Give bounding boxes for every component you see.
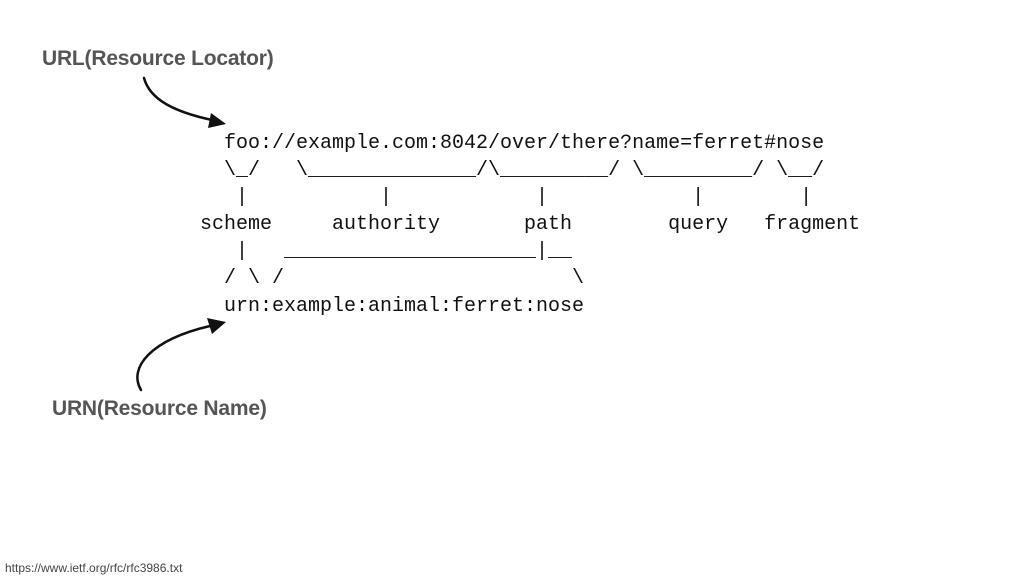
url-example-line: foo://example.com:8042/over/there?name=f… [200,132,825,155]
source-link[interactable]: https://www.ietf.org/rfc/rfc3986.txt [5,561,183,575]
urn-connectors-line: | _____________________|__ [200,240,573,263]
url-label: URL(Resource Locator) [42,47,274,70]
url-connectors-line: | | | | | [200,186,813,209]
urn-label: URN(Resource Name) [52,397,267,420]
url-brackets-line: \_/ \______________/\_________/ \_______… [200,159,825,182]
urn-example-line: urn:example:animal:ferret:nose [200,295,585,318]
urn-brackets-line: / \ / \ [200,267,585,290]
component-labels-line: scheme authority path query fragment [200,213,861,236]
